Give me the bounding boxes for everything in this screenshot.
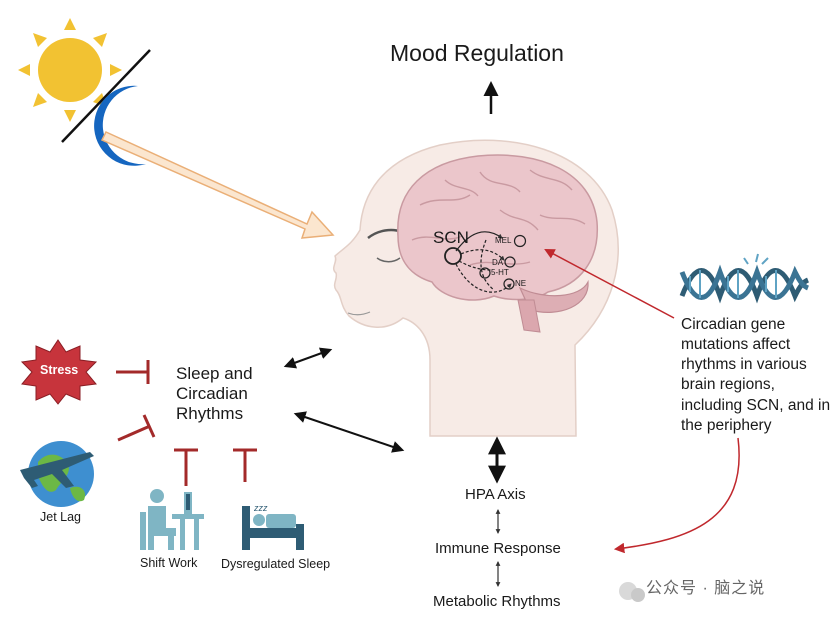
shift-work-label: Shift Work <box>140 556 198 570</box>
da-label: DA <box>492 258 504 267</box>
5ht-label: 5-HT <box>491 268 509 277</box>
gene-to-brain-arrow <box>544 249 675 319</box>
gene-mutation-note: Circadian gene mutations affect rhythms … <box>681 316 831 434</box>
mood-regulation-title: Mood Regulation <box>390 40 564 66</box>
sleep-head-arrow <box>283 347 333 369</box>
mel-label: MEL <box>495 236 512 245</box>
light-input-arrow <box>100 131 335 239</box>
svg-text:zzz: zzz <box>253 503 268 513</box>
brain-illustration <box>397 154 599 333</box>
metabolic-rhythms-label: Metabolic Rhythms <box>433 593 561 610</box>
jet-lag-icon <box>20 441 94 507</box>
moon-icon <box>94 85 146 166</box>
shift-work-icon <box>140 489 204 550</box>
immune-response-label: Immune Response <box>435 540 561 557</box>
stress-icon <box>20 339 98 405</box>
dysregulated-sleep-label: Dysregulated Sleep <box>221 557 331 571</box>
ne-label: NE <box>515 279 527 288</box>
inhibition-markers <box>116 360 257 486</box>
dna-icon <box>679 253 810 304</box>
sleep-systems-arrow <box>293 411 405 453</box>
sleep-circadian-label: Sleep and Circadian Rhythms <box>176 364 253 424</box>
watermark-logo-icon <box>619 582 645 602</box>
stress-label: Stress <box>40 363 79 377</box>
watermark-text: 公众号 · 脑之说 <box>646 580 766 597</box>
jet-lag-label: Jet Lag <box>40 510 82 524</box>
day-night-divider <box>61 49 151 143</box>
sun-icon <box>18 18 122 122</box>
hpa-axis-label: HPA Axis <box>465 486 526 503</box>
gene-to-periphery-arrow <box>613 437 740 554</box>
dysregulated-sleep-icon: zzz <box>242 503 304 550</box>
scn-pathways <box>444 231 527 293</box>
scn-label: SCN <box>433 228 469 247</box>
